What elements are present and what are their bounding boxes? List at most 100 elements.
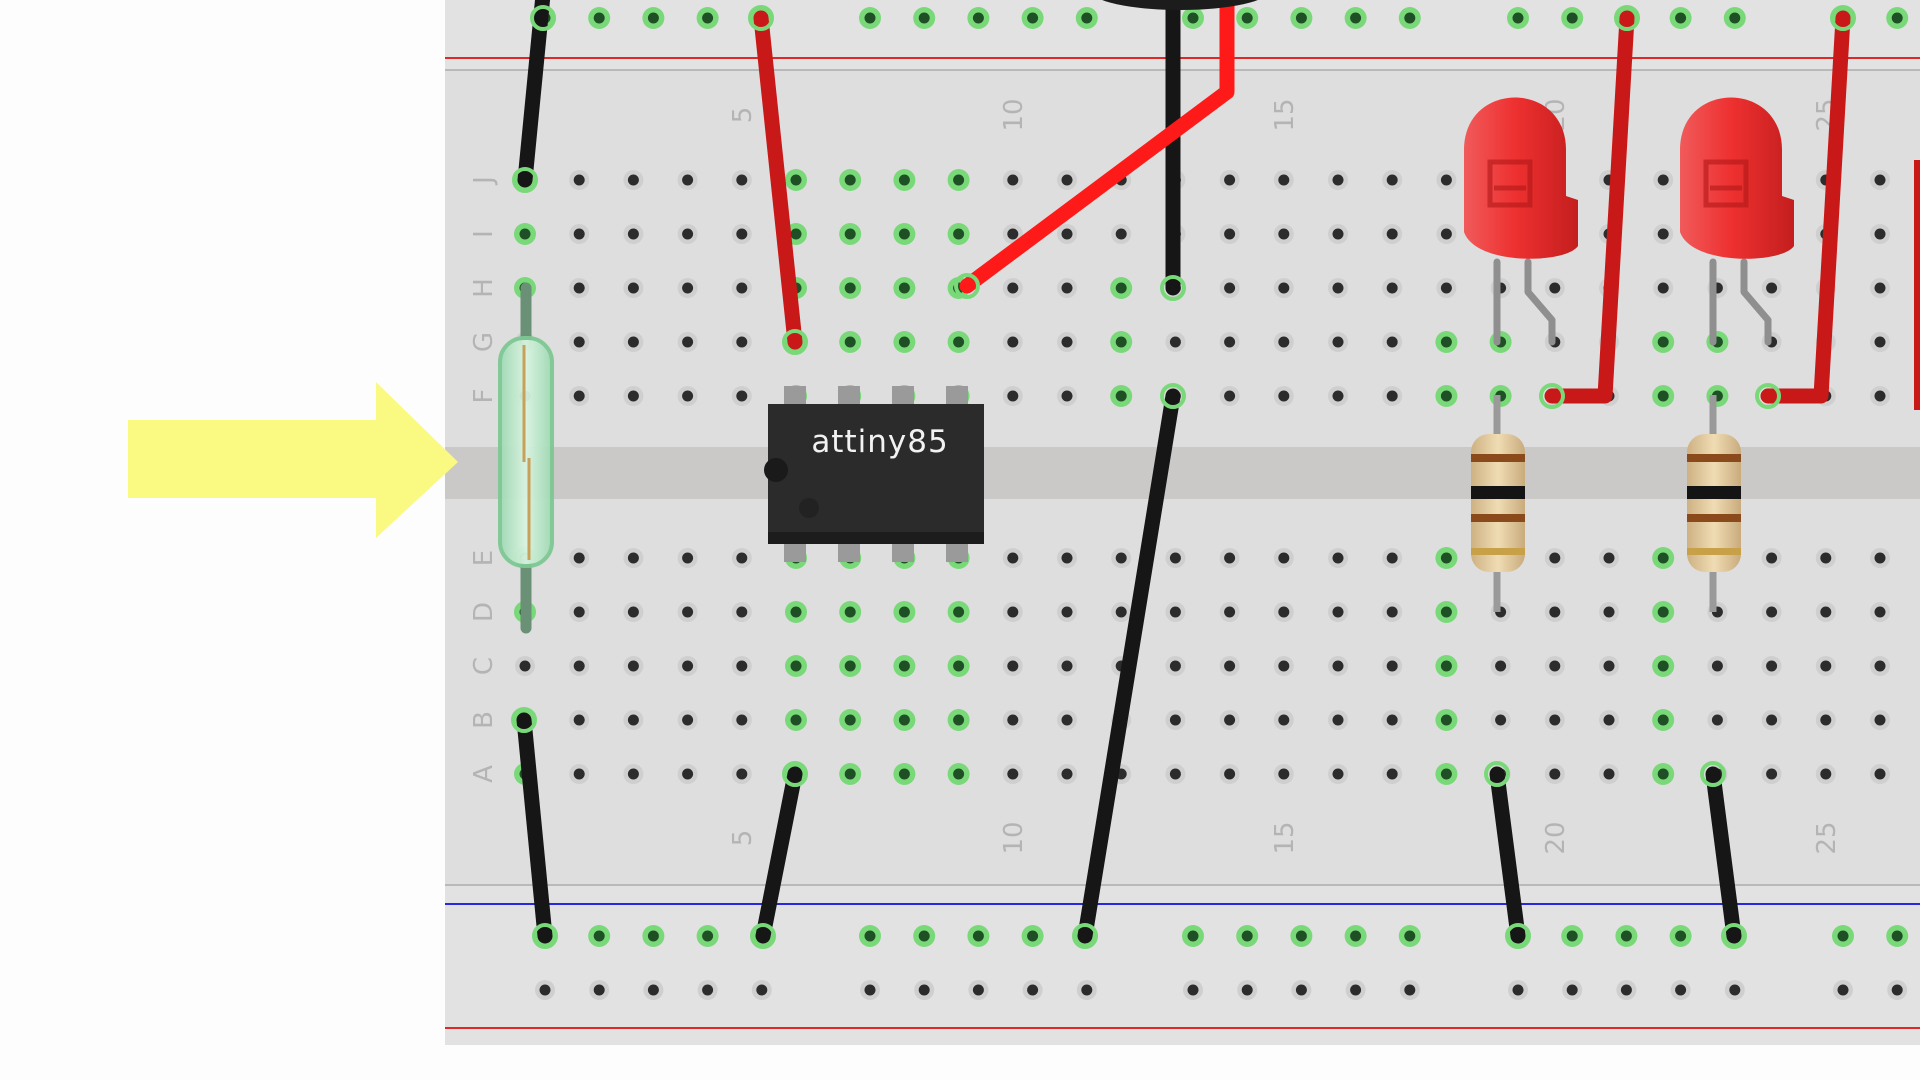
hole[interactable]	[1332, 714, 1344, 726]
hole[interactable]	[1224, 714, 1236, 726]
hole[interactable]	[1874, 174, 1886, 186]
hole[interactable]	[1224, 660, 1236, 672]
hole[interactable]	[1115, 606, 1127, 618]
hole[interactable]	[736, 768, 748, 780]
hole[interactable]	[1440, 282, 1452, 294]
hole[interactable]	[573, 606, 585, 618]
hole[interactable]	[1874, 606, 1886, 618]
hole[interactable]	[573, 660, 585, 672]
hole[interactable]	[1169, 606, 1181, 618]
hole[interactable]	[1061, 228, 1073, 240]
wire-black-top-left[interactable]	[517, 0, 551, 188]
hole[interactable]	[573, 174, 585, 186]
hole[interactable]	[1007, 228, 1019, 240]
hole[interactable]	[1061, 174, 1073, 186]
hole[interactable]	[1007, 282, 1019, 294]
hole[interactable]	[1278, 336, 1290, 348]
hole[interactable]	[1295, 984, 1307, 996]
hole[interactable]	[1332, 660, 1344, 672]
hole[interactable]	[1495, 660, 1507, 672]
wire-red-diagonal[interactable]	[959, 0, 1235, 294]
wire-black-long[interactable]	[1077, 388, 1181, 944]
hole[interactable]	[1874, 552, 1886, 564]
hole[interactable]	[1386, 552, 1398, 564]
hole[interactable]	[1224, 606, 1236, 618]
hole[interactable]	[1657, 174, 1669, 186]
hole[interactable]	[1061, 552, 1073, 564]
hole[interactable]	[1332, 336, 1344, 348]
hole[interactable]	[1657, 228, 1669, 240]
hole[interactable]	[627, 552, 639, 564]
hole[interactable]	[1061, 768, 1073, 780]
hole[interactable]	[1278, 768, 1290, 780]
hole[interactable]	[1224, 768, 1236, 780]
wire-black-resistor-1[interactable]	[1489, 766, 1526, 944]
hole[interactable]	[1603, 768, 1615, 780]
hole[interactable]	[1007, 390, 1019, 402]
hole[interactable]	[736, 660, 748, 672]
hole[interactable]	[627, 282, 639, 294]
hole[interactable]	[1603, 714, 1615, 726]
hole[interactable]	[593, 984, 605, 996]
hole[interactable]	[1495, 714, 1507, 726]
hole[interactable]	[1241, 984, 1253, 996]
hole[interactable]	[1007, 174, 1019, 186]
attiny85-chip[interactable]: attiny85	[764, 386, 984, 562]
hole[interactable]	[1657, 282, 1669, 294]
hole[interactable]	[1061, 714, 1073, 726]
hole[interactable]	[573, 390, 585, 402]
hole[interactable]	[1187, 984, 1199, 996]
hole[interactable]	[736, 228, 748, 240]
hole[interactable]	[627, 336, 639, 348]
hole[interactable]	[1549, 660, 1561, 672]
wire-red-led-2[interactable]	[1760, 10, 1851, 404]
hole[interactable]	[1169, 552, 1181, 564]
hole[interactable]	[1549, 282, 1561, 294]
hole[interactable]	[1386, 660, 1398, 672]
hole[interactable]	[1820, 606, 1832, 618]
hole[interactable]	[647, 984, 659, 996]
hole[interactable]	[1169, 660, 1181, 672]
hole[interactable]	[1549, 714, 1561, 726]
hole[interactable]	[1115, 228, 1127, 240]
hole[interactable]	[1007, 768, 1019, 780]
hole[interactable]	[1007, 606, 1019, 618]
hole[interactable]	[1549, 606, 1561, 618]
reed-switch[interactable]	[498, 282, 554, 634]
hole[interactable]	[1224, 228, 1236, 240]
hole[interactable]	[1332, 174, 1344, 186]
hole[interactable]	[1224, 552, 1236, 564]
hole[interactable]	[1874, 768, 1886, 780]
hole[interactable]	[736, 174, 748, 186]
hole[interactable]	[1224, 174, 1236, 186]
hole[interactable]	[1169, 714, 1181, 726]
hole[interactable]	[1440, 228, 1452, 240]
hole[interactable]	[1169, 336, 1181, 348]
hole[interactable]	[1874, 282, 1886, 294]
wire-red-vcc[interactable]	[753, 10, 803, 350]
hole[interactable]	[1278, 228, 1290, 240]
hole[interactable]	[1386, 228, 1398, 240]
hole[interactable]	[1766, 714, 1778, 726]
hole[interactable]	[1386, 174, 1398, 186]
hole[interactable]	[1386, 714, 1398, 726]
hole[interactable]	[627, 228, 639, 240]
hole[interactable]	[1115, 552, 1127, 564]
hole[interactable]	[1061, 282, 1073, 294]
hole[interactable]	[756, 984, 768, 996]
hole[interactable]	[682, 606, 694, 618]
hole[interactable]	[1061, 336, 1073, 348]
hole[interactable]	[1278, 174, 1290, 186]
hole[interactable]	[573, 336, 585, 348]
hole[interactable]	[1350, 984, 1362, 996]
hole[interactable]	[1603, 660, 1615, 672]
hole[interactable]	[1891, 984, 1903, 996]
hole[interactable]	[1278, 714, 1290, 726]
hole[interactable]	[1061, 606, 1073, 618]
hole[interactable]	[736, 282, 748, 294]
hole[interactable]	[682, 552, 694, 564]
hole[interactable]	[1766, 282, 1778, 294]
hole[interactable]	[1766, 768, 1778, 780]
hole[interactable]	[627, 768, 639, 780]
hole[interactable]	[1874, 714, 1886, 726]
